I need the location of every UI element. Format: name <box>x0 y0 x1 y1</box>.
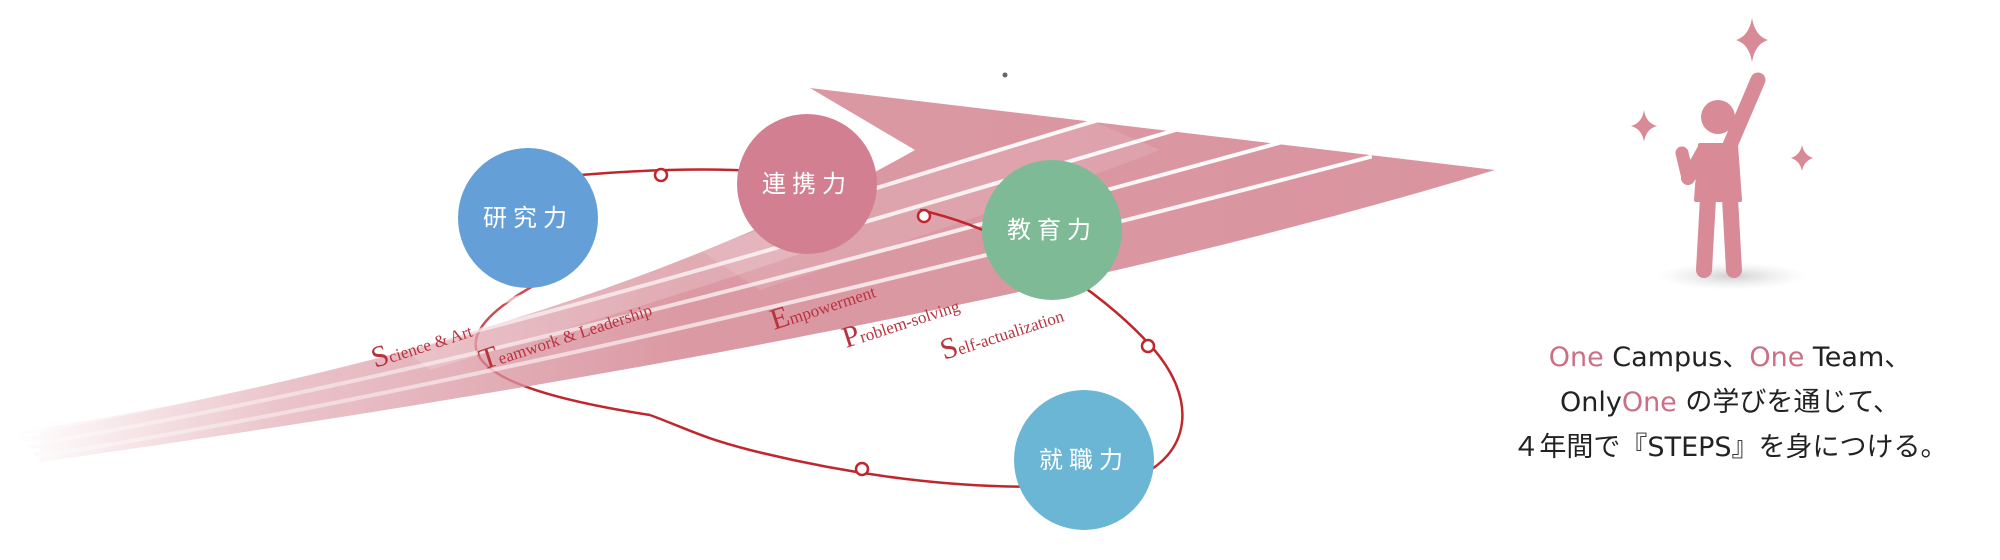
orbit-node <box>653 167 669 183</box>
caption-line-3: ４年間で『STEPS』を身につける。 <box>1460 425 2000 470</box>
small-dot <box>1002 72 1008 78</box>
caption-text: Team、 <box>1804 342 1912 373</box>
orbit-node <box>854 461 870 477</box>
sparkle-icon <box>1791 145 1813 171</box>
caption-line-2: OnlyOne の学びを通じて、 <box>1460 380 2000 425</box>
caption-accent: One <box>1548 342 1604 373</box>
caption-text: Only <box>1559 387 1622 418</box>
steps-caption: One Campus、One Team、 OnlyOne の学びを通じて、 ４年… <box>1460 335 2000 470</box>
ability-research: 研究力 <box>458 148 598 288</box>
ability-employment-label: 就職力 <box>1039 446 1129 474</box>
sparkle-icon <box>1631 110 1657 142</box>
caption-text: の学びを通じて、 <box>1676 387 1901 418</box>
caption-text: ４年間で『STEPS』を身につける。 <box>1512 432 1948 463</box>
caption-accent: One <box>1749 342 1805 373</box>
orbit-node <box>1140 338 1156 354</box>
ability-employment: 就職力 <box>1014 390 1154 530</box>
tail-lines <box>11 432 41 471</box>
ability-collaboration-label: 連携力 <box>762 170 852 198</box>
ability-education-label: 教育力 <box>1007 216 1097 244</box>
caption-line-1: One Campus、One Team、 <box>1460 335 2000 380</box>
ability-collaboration: 連携力 <box>737 114 877 254</box>
orbit-nodes <box>653 167 1156 477</box>
person-raising-hand-icon <box>1631 18 1813 290</box>
sparkle-icon <box>1736 18 1768 62</box>
ability-research-label: 研究力 <box>483 204 573 232</box>
caption-text: Campus、 <box>1603 342 1750 373</box>
ability-education: 教育力 <box>982 160 1122 300</box>
caption-accent: One <box>1621 387 1677 418</box>
orbit-node <box>916 208 932 224</box>
